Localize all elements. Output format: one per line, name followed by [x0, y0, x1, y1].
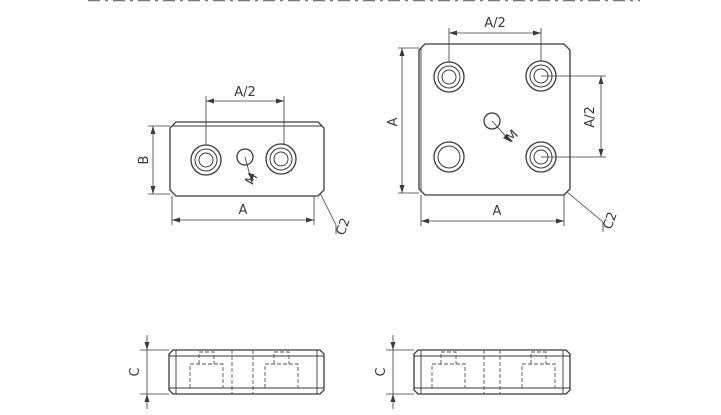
counterbore-hole-top-left — [433, 61, 465, 93]
label-a-half-side: A/2 — [583, 106, 598, 128]
hidden-counterbore-left — [189, 363, 224, 388]
label-a-half-top: A/2 — [484, 16, 506, 31]
label-c-rect: C — [128, 367, 143, 376]
label-a-half-rect: A/2 — [234, 85, 256, 100]
rectangular-plate-side-view: C — [128, 335, 325, 409]
dimension-a-half-rect — [205, 96, 285, 145]
label-c2-square: C2 — [601, 210, 621, 231]
hidden-counterbore-left-sq — [431, 363, 466, 388]
label-a-bottom: A — [493, 204, 502, 219]
rectangular-plate-top-view: M A/2 B A — [137, 85, 354, 238]
square-plate-side-view: C — [374, 335, 571, 409]
rect-side-outline — [168, 349, 325, 395]
dimension-a-bottom — [420, 195, 565, 226]
counterbore-hole-right — [265, 143, 297, 175]
square-side-outline — [413, 349, 571, 395]
label-b: B — [137, 156, 152, 165]
label-c2-rect: C2 — [334, 216, 354, 237]
hidden-counterbore-right-sq — [521, 363, 556, 388]
dimension-c-square — [386, 335, 414, 409]
threaded-hole-m-square — [483, 112, 512, 143]
label-a-left: A — [386, 117, 401, 126]
threaded-hole-m — [236, 148, 254, 184]
chamfer-leader-rect — [319, 192, 337, 234]
hidden-counterbore-right — [264, 363, 299, 388]
dimension-b — [148, 125, 170, 195]
dimension-c-rect — [140, 335, 169, 409]
counterbore-hole-left — [190, 144, 222, 176]
dimension-a-rect — [171, 196, 315, 225]
counterbore-hole-bottom-left — [433, 141, 465, 173]
square-plate-top-view: M A/2 A/2 A — [386, 16, 621, 232]
dimension-a-half-top — [448, 28, 542, 62]
label-a-rect: A — [239, 203, 248, 218]
chamfer-leader-square — [566, 191, 604, 232]
label-c-square: C — [374, 367, 389, 376]
dimension-a-half-side — [541, 75, 606, 158]
dimension-a-left — [398, 47, 419, 194]
